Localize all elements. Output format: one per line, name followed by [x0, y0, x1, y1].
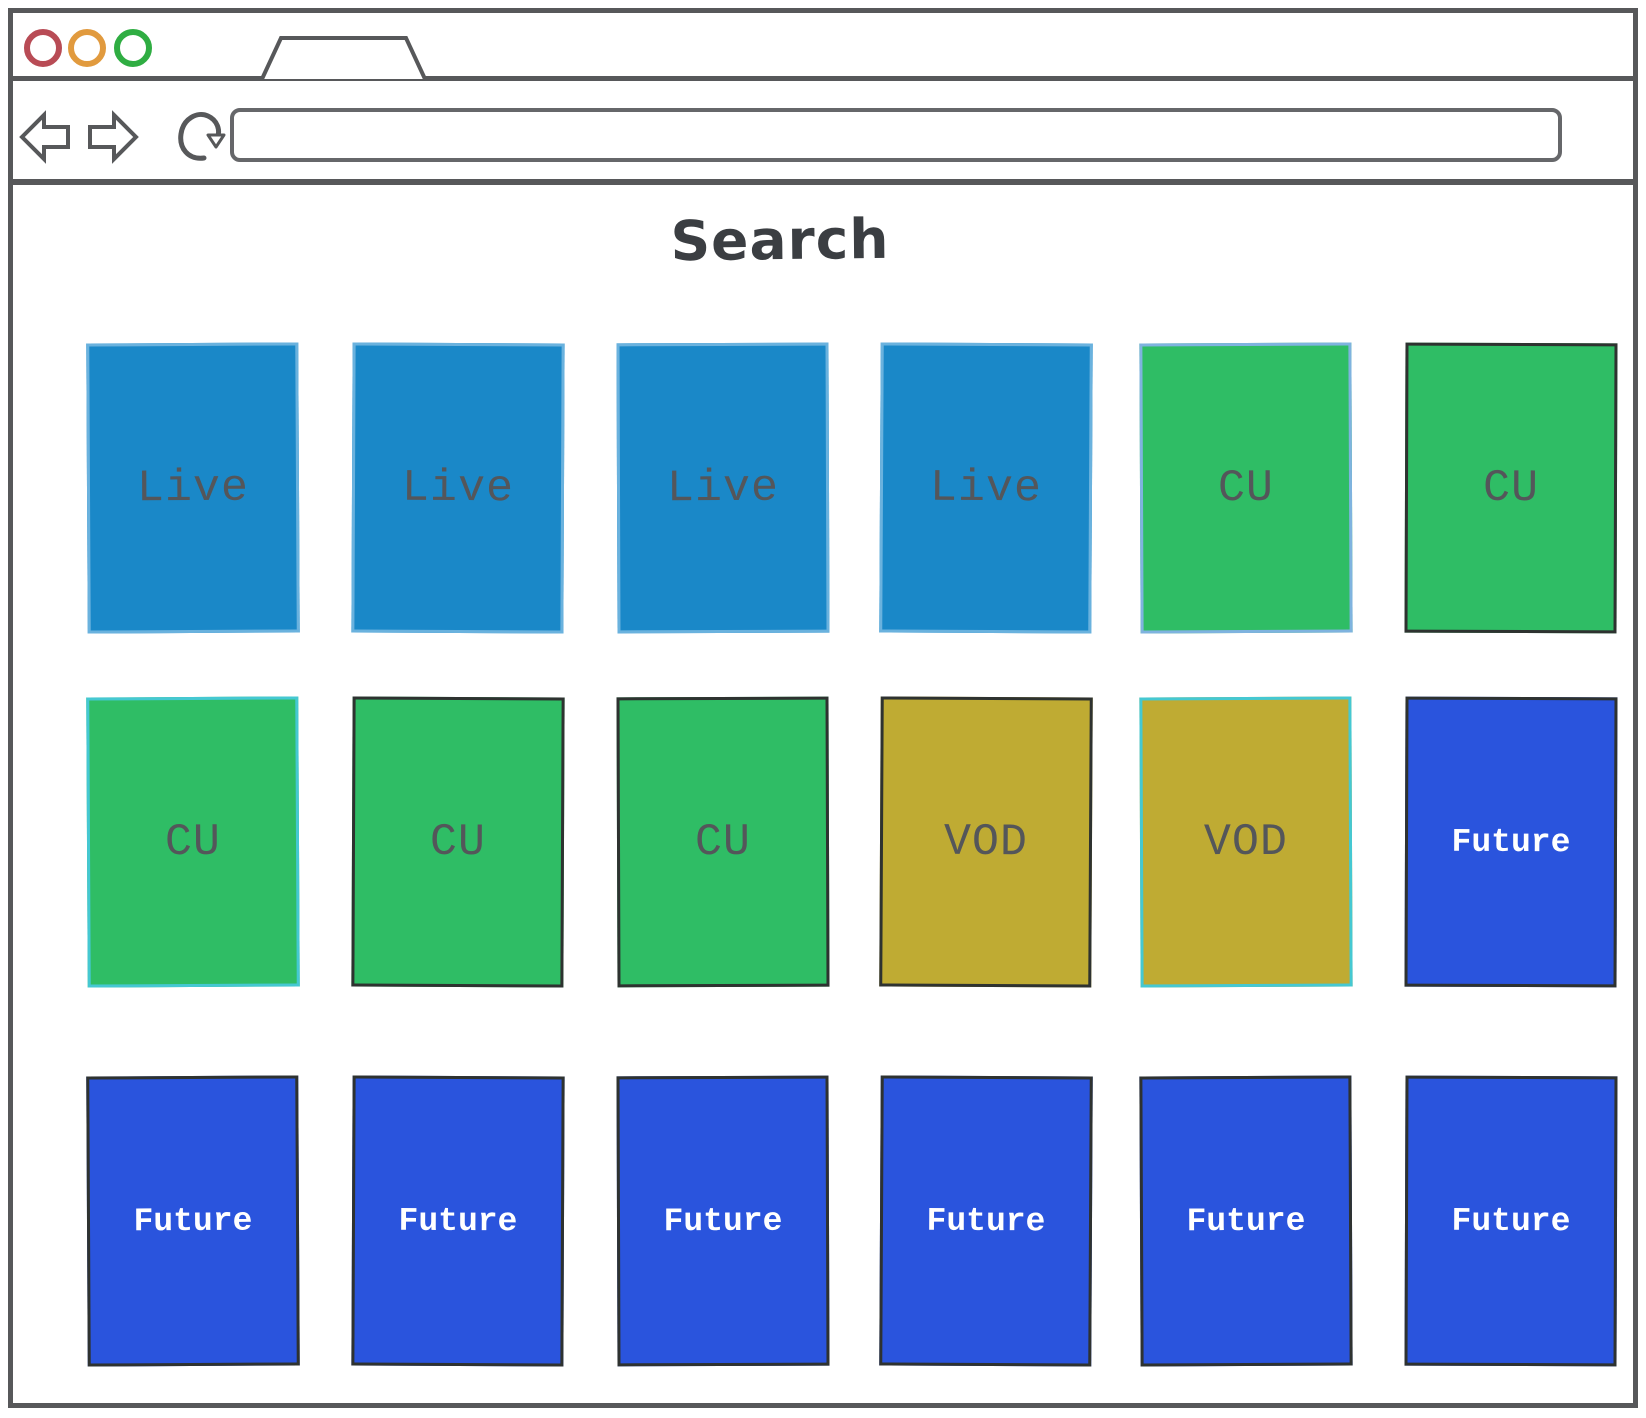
card-label: Future	[398, 1202, 518, 1240]
maximize-button[interactable]	[114, 29, 152, 67]
card-label: Live	[666, 462, 780, 514]
card-vod[interactable]: VOD	[1139, 696, 1353, 988]
forward-button[interactable]	[86, 110, 140, 164]
card-cu[interactable]: CU	[616, 696, 830, 988]
card-future[interactable]: Future	[879, 1075, 1093, 1367]
card-vod[interactable]: VOD	[879, 696, 1093, 988]
card-live[interactable]: Live	[616, 342, 830, 634]
card-live[interactable]: Live	[351, 342, 565, 634]
url-input[interactable]	[230, 108, 1562, 162]
card-cu[interactable]: CU	[1404, 342, 1618, 634]
titlebar-divider	[8, 76, 1638, 81]
card-label: Future	[133, 1202, 253, 1240]
card-future[interactable]: Future	[351, 1075, 565, 1367]
card-label: CU	[164, 816, 222, 868]
card-label: Future	[663, 1202, 783, 1240]
card-future[interactable]: Future	[1139, 1075, 1353, 1367]
card-label: CU	[429, 816, 487, 868]
card-label: CU	[1482, 462, 1540, 514]
card-cu[interactable]: CU	[1139, 342, 1353, 634]
card-label: Live	[401, 462, 515, 514]
navbar-divider	[8, 179, 1638, 185]
card-label: Future	[1451, 823, 1571, 861]
card-future[interactable]: Future	[86, 1075, 300, 1367]
close-button[interactable]	[24, 29, 62, 67]
card-live[interactable]: Live	[879, 342, 1093, 634]
card-label: VOD	[1203, 816, 1289, 868]
card-label: Future	[1186, 1202, 1306, 1240]
card-cu[interactable]: CU	[86, 696, 300, 988]
back-button[interactable]	[18, 110, 72, 164]
minimize-button[interactable]	[68, 29, 106, 67]
card-live[interactable]: Live	[86, 342, 300, 634]
card-label: CU	[1217, 462, 1275, 514]
card-label: Future	[926, 1202, 1046, 1240]
card-future[interactable]: Future	[616, 1075, 830, 1367]
card-future[interactable]: Future	[1404, 696, 1618, 988]
card-label: Live	[929, 462, 1043, 514]
browser-tab[interactable]	[8, 8, 1638, 81]
card-label: CU	[694, 816, 752, 868]
card-future[interactable]: Future	[1404, 1075, 1618, 1367]
card-label: VOD	[943, 816, 1029, 868]
card-cu[interactable]: CU	[351, 696, 565, 988]
card-label: Future	[1451, 1202, 1571, 1240]
card-label: Live	[136, 462, 250, 514]
refresh-icon[interactable]	[176, 106, 230, 166]
